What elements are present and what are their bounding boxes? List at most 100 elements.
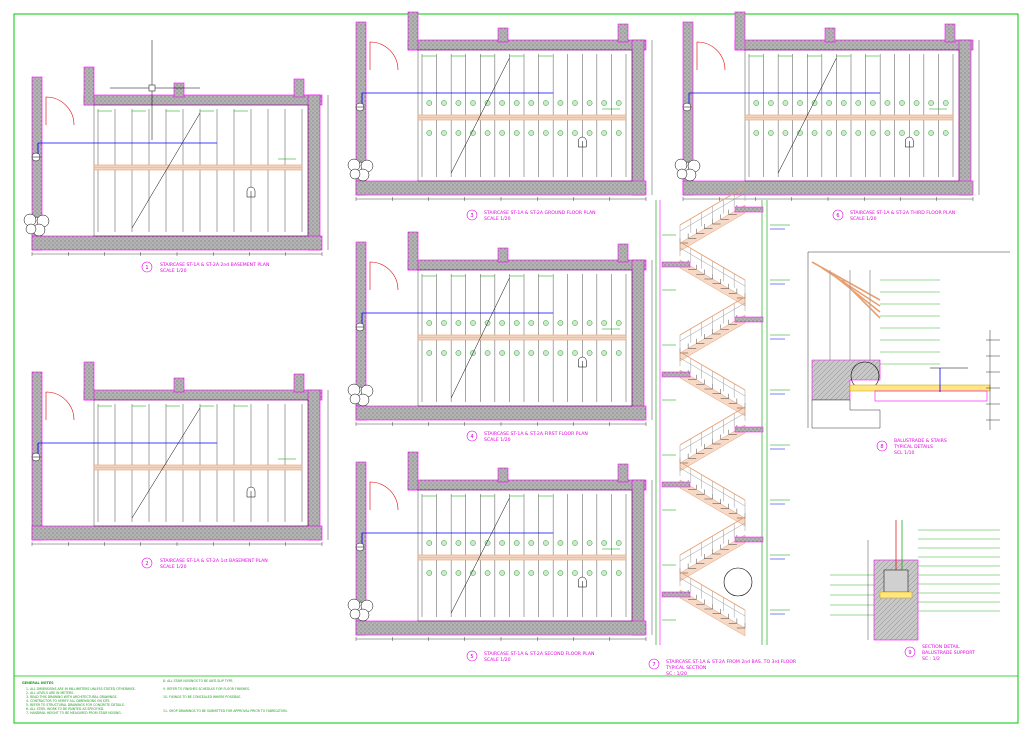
view-number: 8: [880, 444, 883, 450]
baluster-circle: [455, 570, 462, 576]
baluster-circle: [513, 570, 520, 576]
baluster-circle: [513, 130, 520, 136]
stair-plan: [347, 11, 653, 201]
caption-view-1: 1 STAIRCASE ST-1A & ST-2A 2nd BASEMENT P…: [141, 261, 269, 274]
view-title: STAIRCASE ST-1A & ST-2A FROM 2nd BAS. TO…: [666, 659, 797, 665]
view-scale: SCALE 1/20: [160, 268, 187, 274]
baluster-circle: [455, 100, 462, 106]
baluster-circle: [615, 100, 622, 106]
right-wall: [631, 479, 645, 636]
baluster-circle: [484, 350, 491, 356]
section-handrail: [679, 296, 746, 336]
top-pier: [824, 27, 836, 43]
view-subtitle: TYPICAL SECTION: [665, 665, 706, 671]
baluster-circle: [499, 570, 505, 576]
stair-plan: [347, 231, 653, 426]
baluster-circle: [513, 540, 520, 546]
right-wall: [631, 39, 645, 196]
shrub-symbol: [349, 393, 361, 405]
section-midrail: [679, 412, 746, 452]
landing-slab: [661, 371, 691, 378]
baluster-circle: [899, 100, 905, 106]
section-flight: [662, 516, 790, 582]
baluster-circle: [528, 100, 535, 106]
baluster-circle: [441, 570, 447, 576]
baluster-circle: [426, 130, 433, 136]
shrub-symbol: [676, 168, 688, 180]
baluster-circle: [913, 100, 920, 106]
landing-slab: [734, 426, 764, 433]
typical-section: [655, 186, 790, 645]
bottom-slab: [355, 620, 647, 636]
caption-view-9: 9 SECTION DETAIL BALUSTRADE SUPPORT SC :…: [904, 644, 975, 662]
note-line: 2- ALL LEVELS ARE IN METERS.: [26, 691, 74, 695]
baluster-circle: [528, 570, 535, 576]
baluster-circle: [557, 100, 564, 106]
baluster-circle: [615, 570, 622, 576]
baluster-circle: [543, 320, 549, 326]
door-swing: [369, 41, 399, 71]
baluster-circle: [441, 540, 447, 546]
baluster-circle: [543, 100, 549, 106]
baluster-circle: [870, 100, 876, 106]
view-subtitle: TYPICAL DETAILS: [893, 444, 933, 450]
view-scale: SC : 1/20: [666, 671, 687, 677]
baluster-circle: [426, 100, 433, 106]
note-line: 5- REFER TO STRUCTURAL DRAWINGS FOR CONC…: [26, 703, 125, 707]
right-wall: [631, 259, 645, 421]
caption-view-5: 5 STAIRCASE ST-1A & ST-2A SECOND FLOOR P…: [466, 650, 594, 663]
detail-base-plate: [849, 384, 991, 392]
baluster-circle: [484, 100, 491, 106]
view-number: 2: [145, 561, 148, 567]
baluster-circle: [586, 350, 593, 356]
view-title: STAIRCASE ST-1A & ST-2A SECOND FLOOR PLA…: [484, 651, 594, 657]
landing-slab: [661, 591, 691, 598]
top-wall-return: [407, 11, 419, 51]
top-wall-return: [407, 231, 419, 271]
view-title: STAIRCASE ST-1A & ST-2A GROUND FLOOR PLA…: [484, 210, 596, 216]
baluster-circle: [572, 540, 578, 546]
section-handrail: [679, 186, 746, 226]
view-title: BALUSTRADE & STAIRS: [894, 438, 947, 444]
baluster-circle: [870, 130, 876, 136]
baluster-circle: [586, 570, 593, 576]
baluster-circle: [528, 320, 535, 326]
top-wall: [407, 39, 647, 51]
landing-slab: [734, 206, 764, 213]
top-pier-right: [617, 243, 629, 263]
baluster-circle: [528, 130, 535, 136]
baluster-circle: [455, 540, 462, 546]
baluster-circle: [768, 100, 774, 106]
baluster-circle: [615, 350, 622, 356]
top-wall-return: [83, 361, 95, 401]
section-flight: [662, 406, 790, 472]
view-subtitle: BALUSTRADE SUPPORT: [922, 650, 975, 656]
section-flight: [662, 296, 790, 362]
baluster-circle: [572, 350, 578, 356]
baluster-circle: [543, 540, 549, 546]
baluster-circle: [601, 570, 607, 576]
baluster-circle: [811, 130, 818, 136]
break-line: [450, 277, 510, 399]
view-number: 6: [836, 213, 839, 219]
baluster-circle: [855, 130, 862, 136]
section-flight: [661, 241, 790, 307]
baluster-circle: [928, 100, 934, 106]
baluster-circle: [601, 540, 607, 546]
detail-rail: [841, 279, 881, 319]
top-pier: [173, 82, 185, 98]
baluster-circle: [528, 350, 535, 356]
general-notes: GENERAL NOTES 1- ALL DIMENSIONS ARE IN M…: [22, 679, 288, 715]
view-scale: SCL 1/10: [894, 450, 915, 456]
baluster-circle: [572, 320, 578, 326]
baluster-circle: [826, 100, 832, 106]
caption-view-6: 6 STAIRCASE ST-1A & ST-2A THIRD FLOOR PL…: [832, 209, 955, 222]
baluster-circle: [528, 540, 535, 546]
baluster-circle: [601, 320, 607, 326]
section-handrail: [679, 461, 746, 501]
support-block: [883, 569, 909, 593]
view-number: 4: [470, 434, 473, 440]
baluster-circle: [601, 130, 607, 136]
baluster-circle: [782, 130, 789, 136]
baluster-circle: [768, 130, 774, 136]
